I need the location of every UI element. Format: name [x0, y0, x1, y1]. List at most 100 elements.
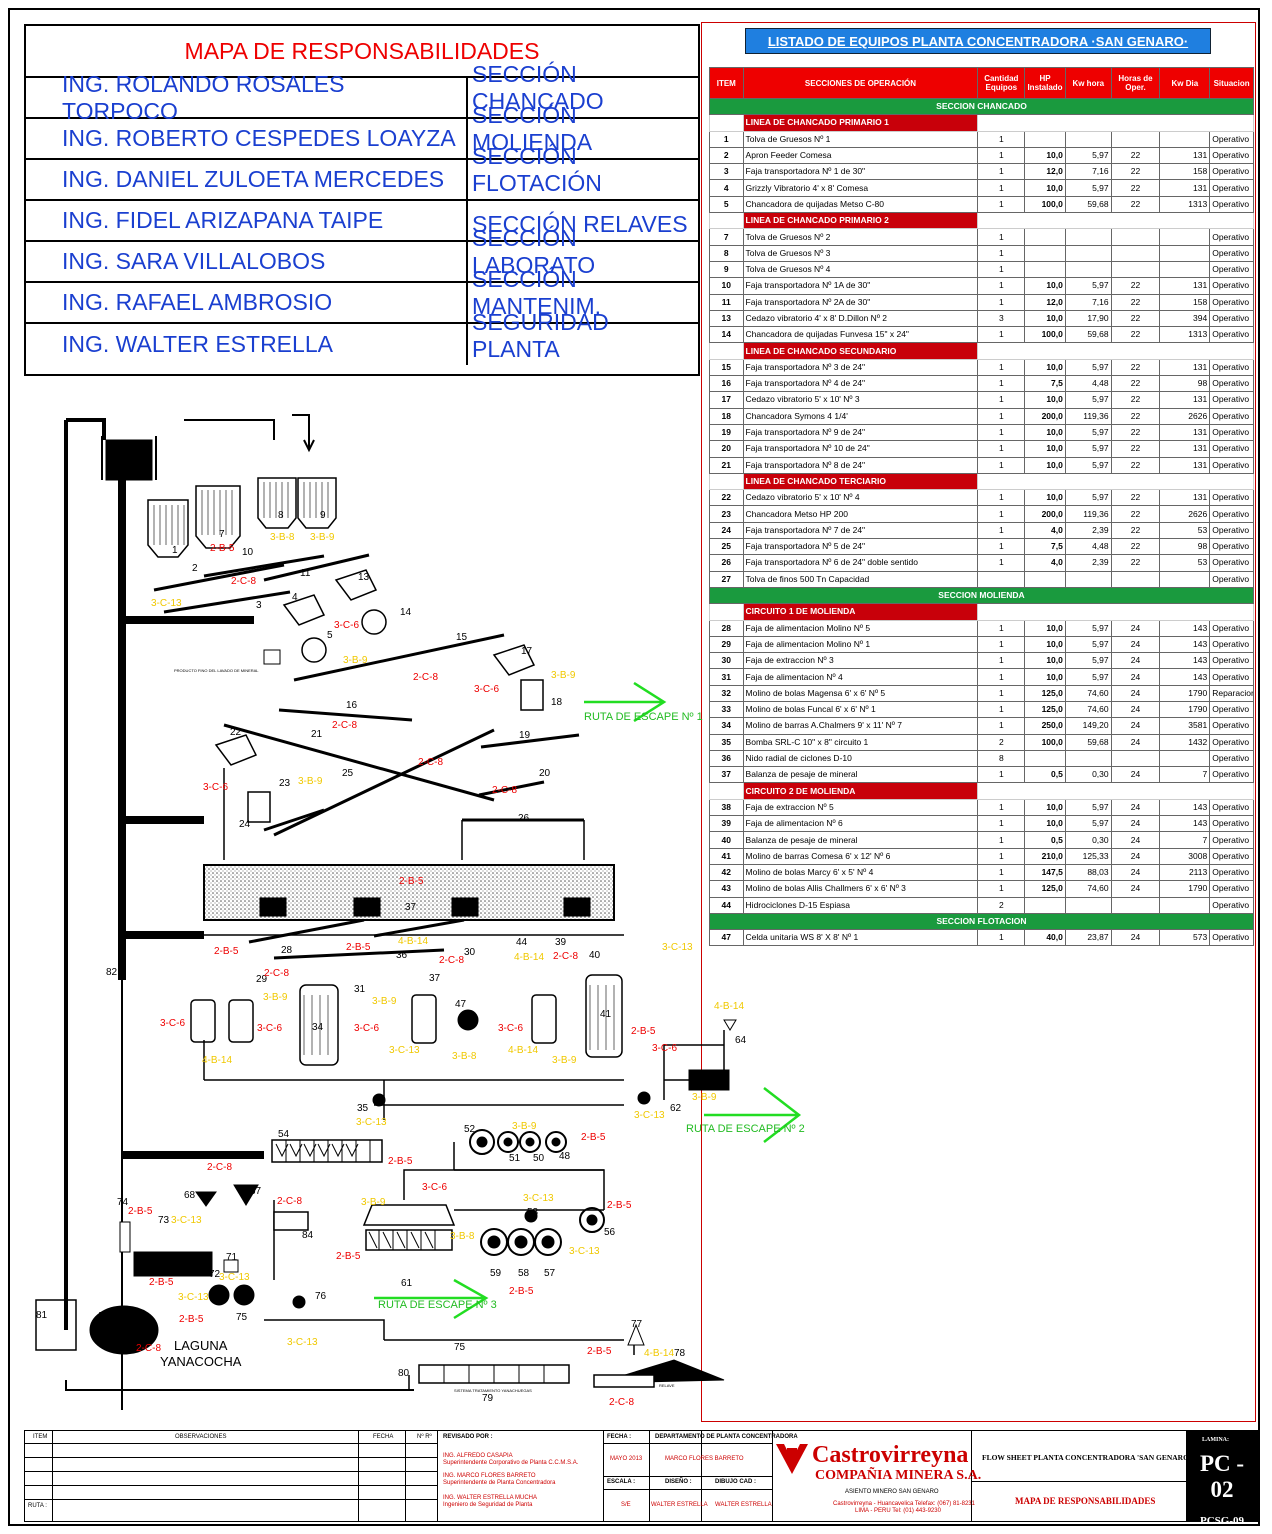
equipment-number: 16 [346, 700, 358, 711]
quantity-cell: 1 [978, 196, 1025, 212]
kwday-cell: 1790 [1160, 685, 1210, 701]
section-name: SECCIÓN FLOTACIÓN [468, 160, 698, 199]
quantity-cell: 1 [978, 848, 1025, 864]
hp-cell: 10,0 [1025, 799, 1066, 815]
equipment-row: 5Chancadora de quijadas Metso C-801100,0… [710, 196, 1254, 212]
equipment-number: 54 [278, 1129, 290, 1140]
hours-cell: 22 [1111, 490, 1160, 506]
kwh-cell: 23,87 [1065, 930, 1111, 946]
status-cell: Operativo [1210, 310, 1254, 326]
hours-cell: 22 [1111, 147, 1160, 163]
yellow-code-label: 3-B-9 [692, 1092, 717, 1103]
kwday-cell: 3008 [1160, 848, 1210, 864]
tb-observ-header: OBSERVACIONES [175, 1434, 226, 1441]
status-cell: Operativo [1210, 555, 1254, 571]
yellow-code-label: 4-B-14 [398, 936, 428, 947]
hours-cell: 22 [1111, 392, 1160, 408]
red-code-label: 3-C-6 [422, 1182, 447, 1193]
blank-cell [710, 343, 744, 359]
equipment-number: 71 [226, 1252, 238, 1263]
kwh-cell: 5,97 [1065, 392, 1111, 408]
tb-revisado: REVISADO POR : [443, 1434, 493, 1441]
equipment-number: 52 [464, 1124, 476, 1135]
quantity-cell: 2 [978, 734, 1025, 750]
kwday-cell [1160, 131, 1210, 147]
quantity-cell: 1 [978, 245, 1025, 261]
red-code-label: 2-B-5 [631, 1026, 656, 1037]
item-cell: 4 [710, 180, 744, 196]
kwday-cell: 573 [1160, 930, 1210, 946]
hours-cell: 24 [1111, 669, 1160, 685]
red-code-label: 2-B-5 [210, 543, 235, 554]
equipment-number: 18 [551, 697, 563, 708]
red-code-label: 2-B-5 [399, 876, 424, 887]
hours-cell: 22 [1111, 278, 1160, 294]
kwday-cell: 394 [1160, 310, 1210, 326]
kwh-cell: 17,90 [1065, 310, 1111, 326]
equipment-number: 8 [278, 510, 284, 521]
hp-cell [1025, 229, 1066, 245]
kwh-cell: 4,48 [1065, 539, 1111, 555]
hp-cell: 10,0 [1025, 359, 1066, 375]
line-header: LINEA DE CHANCADO PRIMARIO 2 [743, 213, 978, 229]
description-cell: Faja transportadora Nº 2A de 30" [743, 294, 978, 310]
red-code-label: 3-C-6 [652, 1043, 677, 1054]
hours-cell: 22 [1111, 457, 1160, 473]
tb-address2: LIMA - PERU Tel: (01) 443-9230 [855, 1508, 941, 1515]
quantity-cell: 1 [978, 718, 1025, 734]
kwday-cell: 7 [1160, 767, 1210, 783]
red-code-label: 2-C-8 [609, 1397, 634, 1408]
tb-escala-label: ESCALA : [607, 1479, 635, 1486]
hp-cell: 10,0 [1025, 490, 1066, 506]
tb-address1: Castrovirreyna - Huancavelica Telefax: (… [833, 1501, 975, 1508]
hours-cell: 24 [1111, 799, 1160, 815]
hp-cell: 200,0 [1025, 408, 1066, 424]
equipment-number: 22 [230, 727, 242, 738]
yellow-code-label: 3-B-9 [552, 1055, 577, 1066]
kwh-cell: 5,97 [1065, 799, 1111, 815]
blank-cell [978, 213, 1254, 229]
yellow-code-label: 4-B-14 [202, 1055, 232, 1066]
hours-cell [1111, 229, 1160, 245]
column-header: Cantidad Equipos [978, 68, 1025, 99]
escape-route-2: RUTA DE ESCAPE Nº 2 [686, 1123, 805, 1135]
hp-cell: 10,0 [1025, 441, 1066, 457]
equipment-row: 9Tolva de Gruesos Nº 41Operativo [710, 261, 1254, 277]
hours-cell: 24 [1111, 816, 1160, 832]
hp-cell: 100,0 [1025, 734, 1066, 750]
kwh-cell: 5,97 [1065, 816, 1111, 832]
kwh-cell [1065, 261, 1111, 277]
status-cell: Operativo [1210, 848, 1254, 864]
kwday-cell: 143 [1160, 669, 1210, 685]
quantity-cell: 1 [978, 147, 1025, 163]
equipment-number: 64 [735, 1035, 747, 1046]
red-code-label: 2-C-8 [418, 757, 443, 768]
engineer-name: ING. SARA VILLALOBOS [26, 242, 468, 281]
yellow-code-label: 3-C-13 [662, 942, 693, 953]
kwh-cell: 5,97 [1065, 620, 1111, 636]
kwh-cell: 125,33 [1065, 848, 1111, 864]
hp-cell: 10,0 [1025, 392, 1066, 408]
kwday-cell: 131 [1160, 180, 1210, 196]
kwday-cell: 3581 [1160, 718, 1210, 734]
yellow-code-label: 4-B-14 [508, 1045, 538, 1056]
description-cell: Apron Feeder Comesa [743, 147, 978, 163]
hours-cell: 22 [1111, 180, 1160, 196]
red-code-label: 2-C-8 [264, 968, 289, 979]
hours-cell: 24 [1111, 930, 1160, 946]
red-code-label: 2-B-5 [214, 946, 239, 957]
red-code-label: 3-C-6 [498, 1023, 523, 1034]
status-cell: Operativo [1210, 701, 1254, 717]
yellow-code-label: 3-B-9 [343, 655, 368, 666]
kwh-cell [1065, 245, 1111, 261]
equipment-list-title: LISTADO DE EQUIPOS PLANTA CONCENTRADORA … [745, 28, 1211, 54]
red-code-label: 2-B-5 [346, 942, 371, 953]
hours-cell: 22 [1111, 359, 1160, 375]
equipment-number: 26 [518, 813, 530, 824]
hours-cell: 24 [1111, 832, 1160, 848]
hours-cell: 22 [1111, 506, 1160, 522]
laguna-label: LAGUNA [174, 1338, 228, 1353]
equipment-row: 10Faja transportadora Nº 1A de 30"110,05… [710, 278, 1254, 294]
description-cell: Tolva de Gruesos Nº 1 [743, 131, 978, 147]
kwh-cell: 59,68 [1065, 734, 1111, 750]
